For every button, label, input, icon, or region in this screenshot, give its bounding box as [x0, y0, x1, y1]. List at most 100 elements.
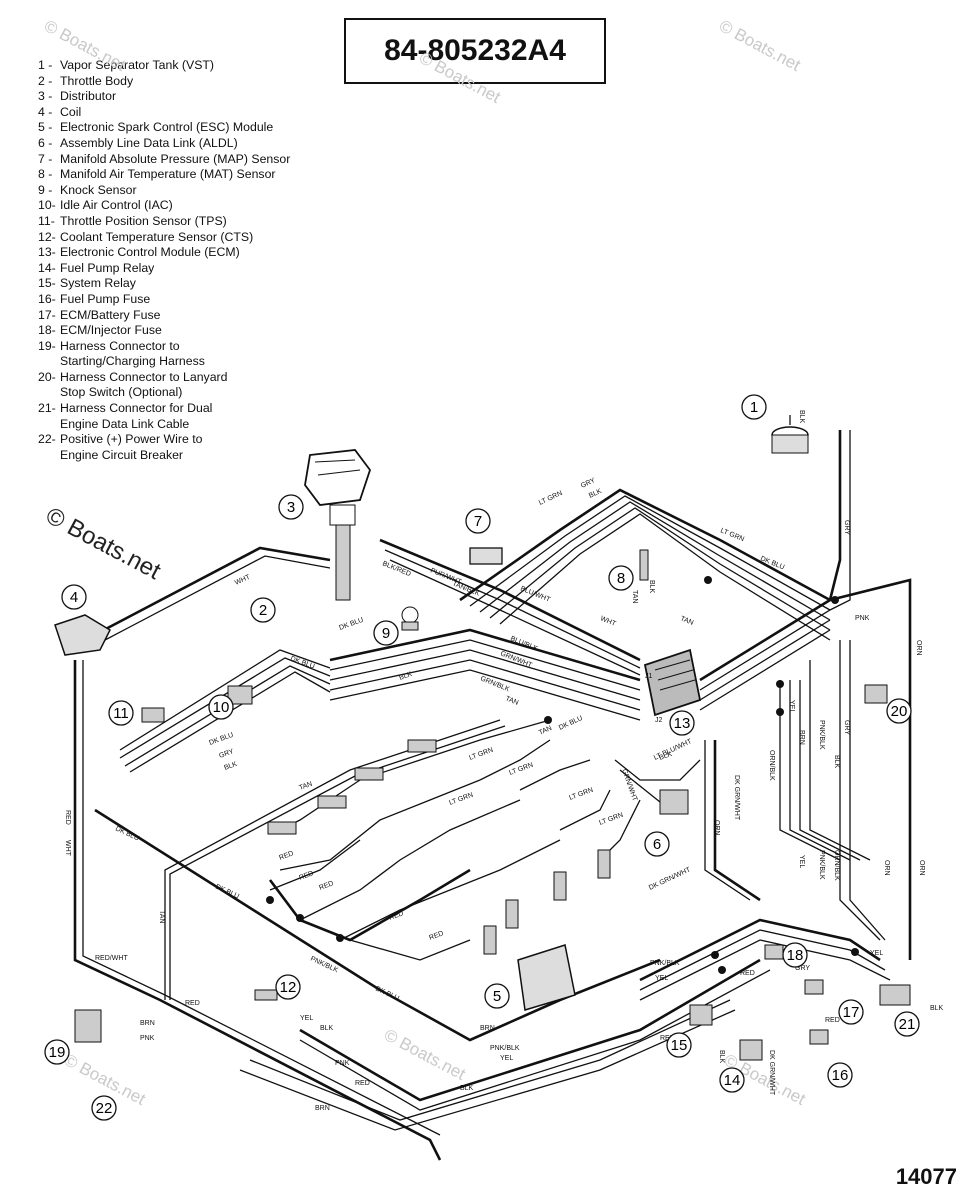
wire-label: YEL — [870, 950, 883, 957]
wire-label: BLK — [798, 410, 805, 424]
wire-label: DK BLU — [338, 617, 364, 632]
callout-7: 7 — [465, 508, 491, 534]
wire-label: PNK/BLK — [490, 1045, 520, 1052]
legend-text: Knock Sensor — [60, 182, 137, 197]
wire-label: RED — [825, 1017, 840, 1024]
legend-number: 9 - — [38, 182, 53, 197]
legend-text: Throttle Body — [60, 73, 134, 88]
callout-6: 6 — [644, 831, 670, 857]
legend-text: Harness Connector to Starting/Charging H… — [60, 338, 205, 369]
wire-label: GRY — [843, 720, 850, 735]
legend-text: Harness Connector for Dual Engine Data L… — [60, 401, 213, 431]
wire-label: RED — [388, 910, 404, 922]
lanyard-connector — [864, 684, 888, 704]
legend-number: 3 - — [38, 89, 53, 104]
legend-text: Distributor — [60, 89, 117, 104]
wire-label: LT GRN — [598, 812, 624, 827]
wire-label: PNK/BLK — [818, 850, 825, 880]
wire-label: BRN — [480, 1025, 495, 1032]
ecm-battery-fuse — [804, 979, 824, 995]
legend-number: 21- — [38, 401, 56, 416]
idle-air-control — [227, 685, 253, 705]
callout-number: 15 — [671, 1037, 688, 1054]
callout-number: 8 — [617, 570, 625, 587]
legend-number: 20- — [38, 369, 56, 384]
wire-labels: WHT BLK/RED PUR/WHT TAN/BLK LT GRN GRY B… — [64, 410, 944, 1112]
wire-label: GRY — [843, 520, 850, 535]
legend-text: System Relay — [60, 276, 136, 291]
legend-item: 16- Fuel Pump Fuse — [38, 292, 368, 308]
legend-item: 4 -Coil — [38, 105, 368, 121]
wire-label: BLK — [648, 580, 655, 594]
legend-number: 19- — [38, 338, 56, 353]
legend-text: Manifold Air Temperature (MAT) Sensor — [60, 167, 276, 182]
wire-label: TAN — [631, 590, 638, 603]
wire-label: BRN — [798, 730, 805, 745]
wire-label: RED — [318, 880, 334, 892]
legend-item: 2 -Throttle Body — [38, 74, 368, 90]
wire-label: WHT — [234, 573, 252, 586]
legend-item: 20-Harness Connector to Lanyard Stop Swi… — [38, 370, 368, 401]
wire-label: BLK — [833, 755, 840, 769]
legend-text: Fuel Pump Relay — [60, 260, 155, 275]
wire-label: RED — [298, 870, 314, 882]
wire-label: BRN — [140, 1020, 155, 1027]
wire-label: ORN/BLK — [768, 750, 775, 781]
legend-text: Fuel Pump Fuse — [60, 291, 151, 306]
legend-number: 16- — [38, 291, 56, 306]
legend-item: 15- System Relay — [38, 276, 368, 292]
part-number-box: 84-805232A4 — [344, 18, 606, 84]
distributor — [304, 449, 372, 601]
wire-label: PNK — [335, 1060, 350, 1067]
wire-label: GRN/BLK — [479, 675, 510, 693]
callout-number: 21 — [899, 1016, 916, 1033]
wire-label: ORN — [918, 860, 925, 876]
wire-label: GRY — [218, 748, 235, 760]
wire-label: DK BLU — [208, 732, 234, 747]
legend-text: Positive (+) Power Wire to Engine Circui… — [60, 432, 203, 462]
legend-number: 10- — [38, 198, 56, 213]
legend-number: 6 - — [38, 135, 53, 150]
callout-13: 13 — [669, 710, 695, 736]
callout-14: 14 — [719, 1067, 745, 1093]
callout-number: 17 — [843, 1004, 860, 1021]
callout-number: 5 — [493, 988, 501, 1005]
parts-legend: 1 -Vapor Separator Tank (VST)2 -Throttle… — [38, 58, 368, 463]
wire-label: RED — [740, 970, 755, 977]
part-number: 84-805232A4 — [384, 34, 566, 67]
wire-label: TAN — [298, 781, 313, 792]
legend-item: 11-Throttle Position Sensor (TPS) — [38, 214, 368, 230]
legend-text: ECM/Battery Fuse — [60, 307, 161, 322]
callout-5: 5 — [484, 983, 510, 1009]
legend-text: Vapor Separator Tank (VST) — [60, 58, 215, 72]
wire-label: TAN — [679, 615, 694, 627]
wire-label: PNK/BLK — [650, 960, 680, 967]
legend-number: 22- — [38, 432, 56, 447]
wire-label: RED — [428, 930, 444, 942]
legend-number: 15- — [38, 276, 56, 291]
wire-label: GRY — [795, 965, 810, 972]
callout-number: 6 — [653, 836, 661, 853]
legend-item: 21- Harness Connector for Dual Engine Dat… — [38, 401, 368, 432]
callout-number: 4 — [70, 589, 78, 606]
legend-item: 14-Fuel Pump Relay — [38, 261, 368, 277]
wire-label: YEL — [500, 1055, 513, 1062]
fuel-pump-fuse — [809, 1029, 829, 1045]
wire-label: LT GRN — [448, 792, 474, 807]
wire-label: BLK — [718, 1050, 725, 1064]
map-sensor — [469, 547, 503, 565]
legend-text: ECM/Injector Fuse — [60, 323, 162, 338]
legend-item: 5 -Electronic Spark Control (ESC) Module — [38, 120, 368, 136]
callout-16: 16 — [827, 1062, 853, 1088]
wire-label: RED — [278, 850, 294, 862]
esc-module — [517, 944, 576, 1011]
callout-number: 9 — [382, 625, 390, 642]
callout-10: 10 — [208, 694, 234, 720]
callout-4: 4 — [61, 584, 87, 610]
wire-label: LT GRN — [568, 787, 594, 802]
callout-2: 2 — [250, 597, 276, 623]
wire-label: DK GRN/WHT — [648, 866, 692, 892]
callout-12: 12 — [275, 974, 301, 1000]
